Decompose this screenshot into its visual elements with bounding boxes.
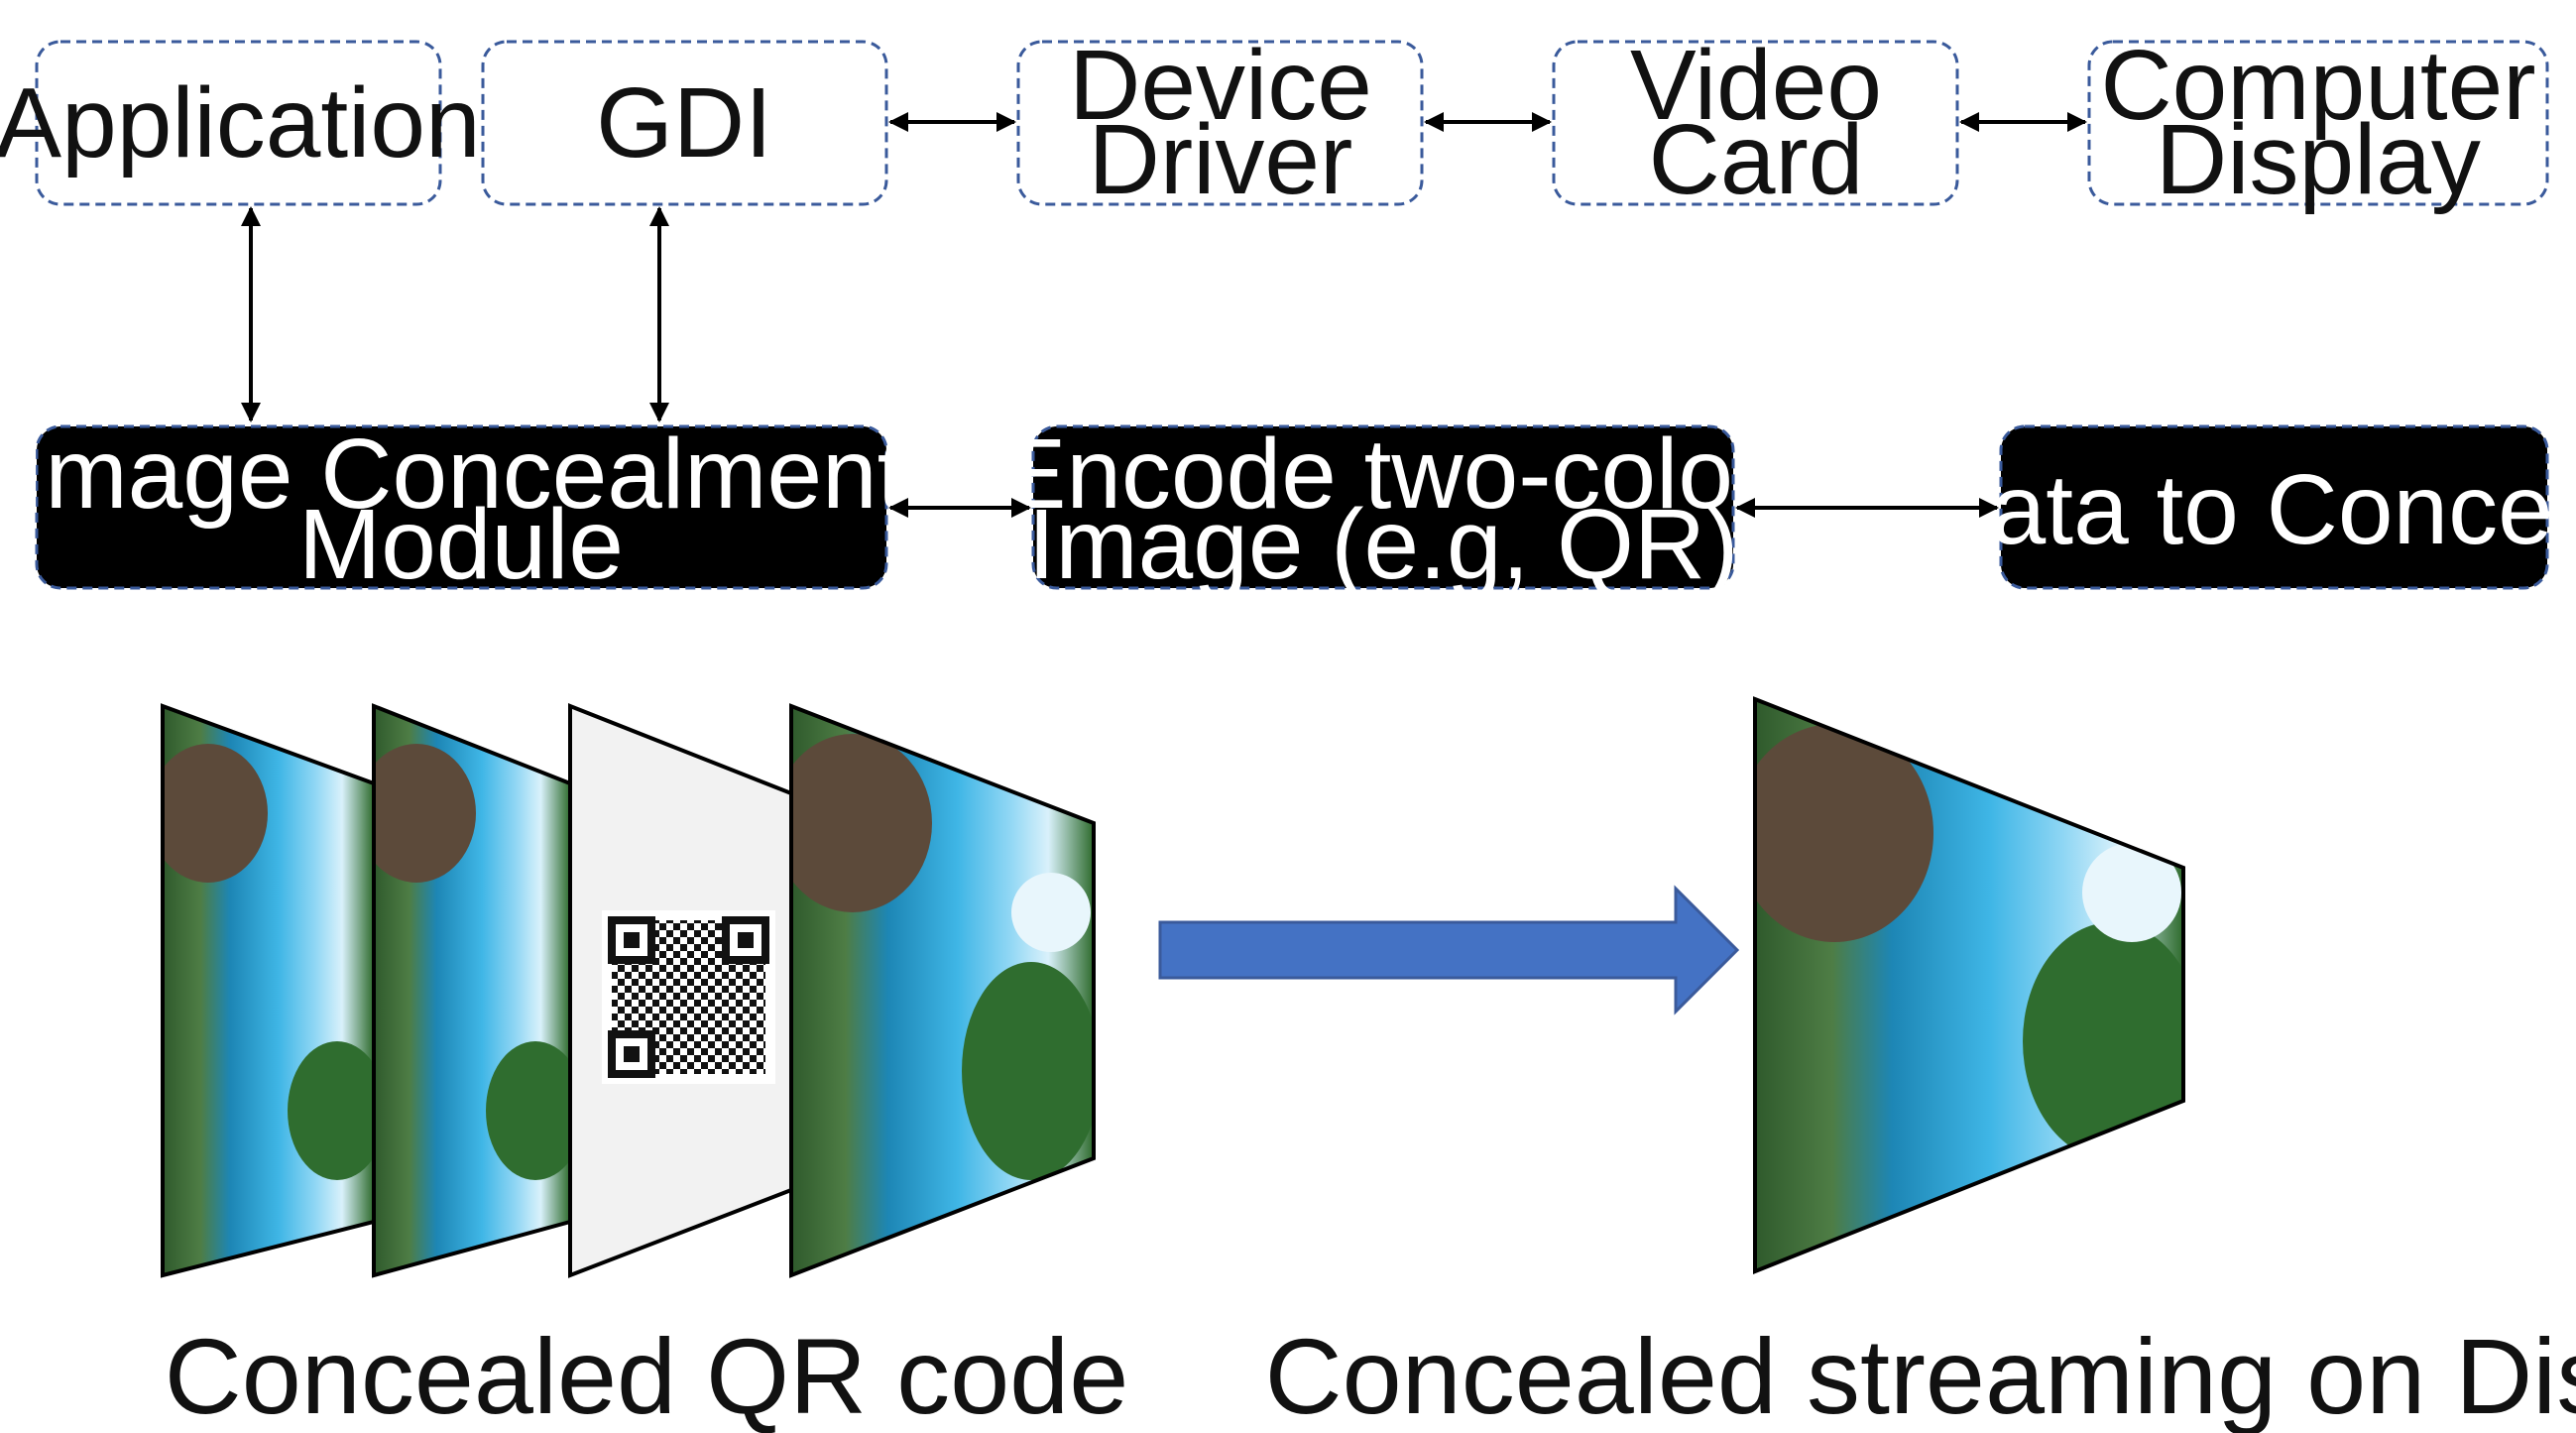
device-driver-label-line-2: Driver [1089, 104, 1353, 215]
video-card-box: Video Card [1552, 30, 1959, 215]
device-driver-label-line-1: Device [1069, 30, 1372, 141]
top-row: Application GDI Device Driver Video Card… [0, 30, 2549, 215]
video-frame-1 [161, 703, 376, 1278]
qr-frame [568, 703, 793, 1278]
image-concealment-module-label-line-2: Module [298, 489, 624, 600]
image-concealment-module-label-line-1: Image Concealment [18, 418, 905, 530]
video-frame-2 [372, 703, 572, 1278]
encode-two-color-image-label-line-1: Encode two-color [1000, 418, 1767, 530]
video-card-label-line-1: Video [1630, 30, 1882, 141]
display-frame [1753, 696, 2185, 1274]
big-right-arrow [1158, 885, 1740, 1015]
gdi-box: GDI [481, 40, 888, 206]
qr-code [602, 910, 775, 1084]
encode-two-color-image-box: Encode two-color Image (e.g, QR) [1000, 418, 1767, 600]
video-frame-3 [789, 703, 1096, 1278]
gdi-label: GDI [596, 67, 772, 179]
application-label: Application [0, 67, 481, 179]
middle-row: Image Concealment Module Encode two-colo… [18, 418, 2576, 600]
device-driver-box: Device Driver [1016, 30, 1424, 215]
application-box: Application [0, 40, 481, 206]
computer-display-label-line-2: Display [2156, 104, 2481, 215]
image-concealment-module-box: Image Concealment Module [18, 418, 905, 600]
frame-stack [161, 703, 1096, 1278]
encode-two-color-image-label-line-2: Image (e.g, QR) [1028, 489, 1739, 600]
video-card-label-line-2: Card [1649, 104, 1864, 215]
data-to-conceal-label: Data to Conceal [1919, 454, 2576, 565]
concealed-streaming-caption: Concealed streaming on Display [1265, 1316, 2576, 1433]
computer-display-label-line-1: Computer [2100, 30, 2535, 141]
data-to-conceal-box: Data to Conceal [1919, 424, 2576, 590]
connector-arrows [241, 112, 2087, 518]
concealed-qr-caption: Concealed QR code [165, 1316, 1129, 1433]
computer-display-box: Computer Display [2087, 30, 2549, 215]
